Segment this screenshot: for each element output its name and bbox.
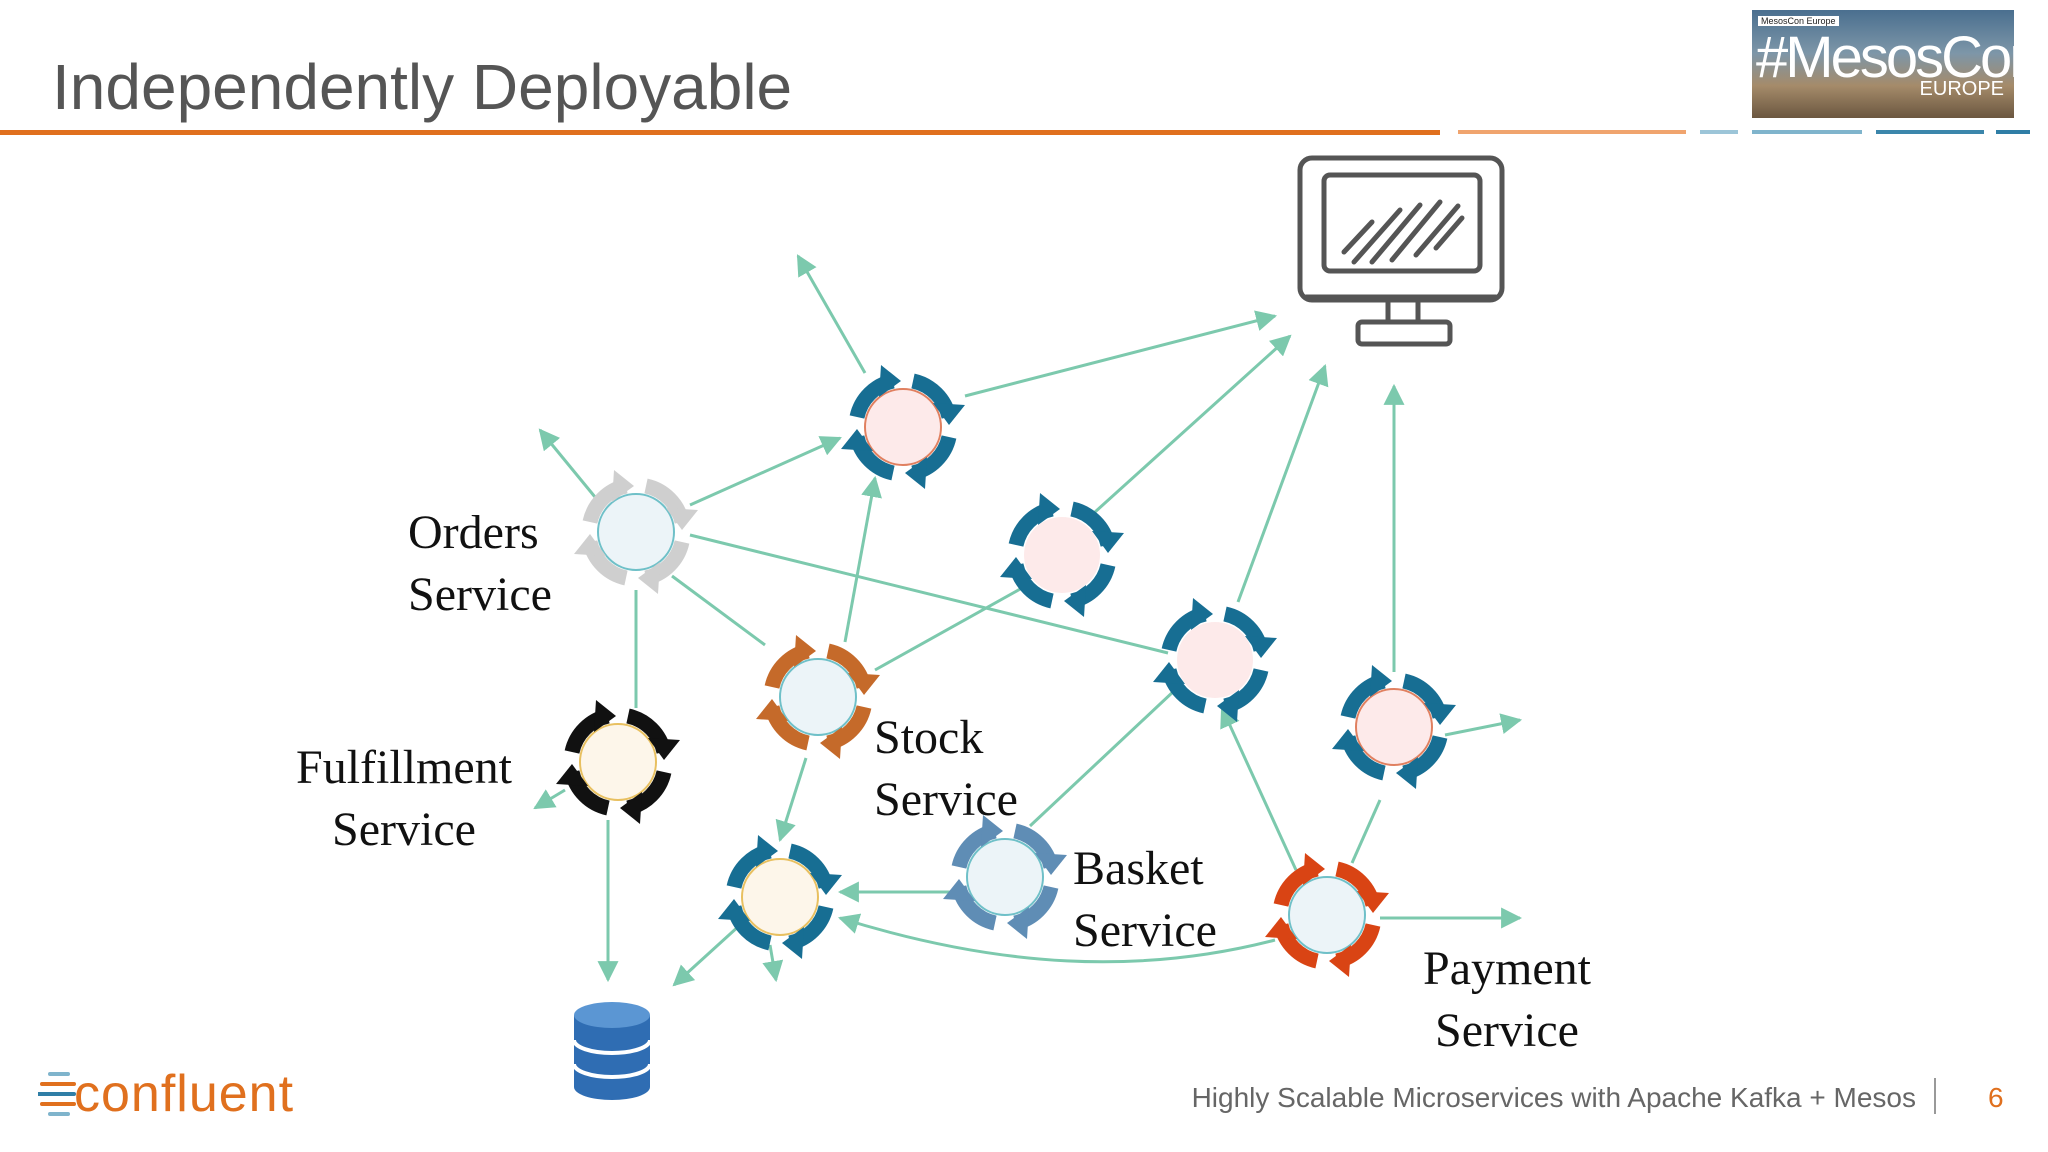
logo-small-text: MesosCon Europe <box>1758 16 1839 26</box>
orders-service-node <box>574 470 698 594</box>
label-line: Service <box>1073 904 1217 957</box>
label-line: Service <box>408 568 552 621</box>
stock-service-label: Stock Service <box>874 707 1018 831</box>
database-icon <box>572 1002 652 1100</box>
title-underline-segment <box>1700 130 1738 134</box>
service-node-mid <box>1000 493 1124 617</box>
footer-caption: Highly Scalable Microservices with Apach… <box>1191 1082 1916 1113</box>
edge <box>874 586 1023 672</box>
payment-service-label: Payment Service <box>1423 938 1591 1062</box>
logo-region: EUROPE <box>1919 78 2004 100</box>
title-underline-segment <box>1752 130 1862 134</box>
title-underline <box>0 130 1440 135</box>
label-line: Service <box>1435 1004 1579 1057</box>
edge <box>689 533 1169 655</box>
edge <box>1220 706 1298 871</box>
service-node-far-right <box>1332 665 1456 789</box>
label-line: Service <box>332 803 476 856</box>
label-line: Basket <box>1073 842 1204 895</box>
label-line: Service <box>874 773 1018 826</box>
orders-service-label: Orders Service <box>408 502 552 626</box>
label-line: Orders <box>408 506 539 559</box>
fulfillment-service-node <box>556 700 680 824</box>
basket-service-node <box>943 815 1067 939</box>
edge <box>1236 364 1329 603</box>
edge <box>1093 334 1292 514</box>
edge <box>796 254 867 374</box>
service-node-right <box>1153 598 1277 722</box>
confluent-logo: confluent <box>38 1064 308 1124</box>
title-underline-segment <box>1876 130 1984 134</box>
edge <box>1444 713 1523 737</box>
title-underline-segment <box>1458 130 1686 134</box>
fulfillment-service-label: Fulfillment Service <box>296 737 512 861</box>
label-line: Stock <box>874 711 984 764</box>
edge <box>689 436 842 507</box>
edge <box>671 574 766 647</box>
edge <box>538 428 597 498</box>
edge <box>775 757 808 843</box>
logo-hashtag: #MesosCon <box>1756 25 2014 90</box>
edge <box>672 923 742 987</box>
label-line: Fulfillment <box>296 741 512 794</box>
page-number: 6 <box>1988 1082 2004 1113</box>
confluent-wordmark: confluent <box>74 1065 295 1123</box>
edge <box>964 310 1278 398</box>
footer-divider <box>1934 1078 1936 1114</box>
edge <box>843 475 882 643</box>
title-underline-segment <box>1996 130 2030 134</box>
label-line: Payment <box>1423 942 1591 995</box>
edge <box>533 788 566 810</box>
payment-service-node <box>1265 853 1389 977</box>
confluent-mark-icon <box>38 1072 76 1116</box>
slide-title: Independently Deployable <box>52 51 793 123</box>
service-node-bottom <box>718 835 842 959</box>
edge <box>1350 799 1382 864</box>
stock-service-node <box>756 635 880 759</box>
basket-service-label: Basket Service <box>1073 838 1217 962</box>
edge <box>762 944 784 983</box>
monitor-icon <box>1297 155 1505 347</box>
service-node-top <box>841 365 965 489</box>
mesoscon-logo: MesosCon Europe #MesosCon EUROPE <box>1752 10 2014 118</box>
edges <box>533 254 1523 987</box>
edge <box>837 913 1276 964</box>
edge <box>1028 688 1177 828</box>
